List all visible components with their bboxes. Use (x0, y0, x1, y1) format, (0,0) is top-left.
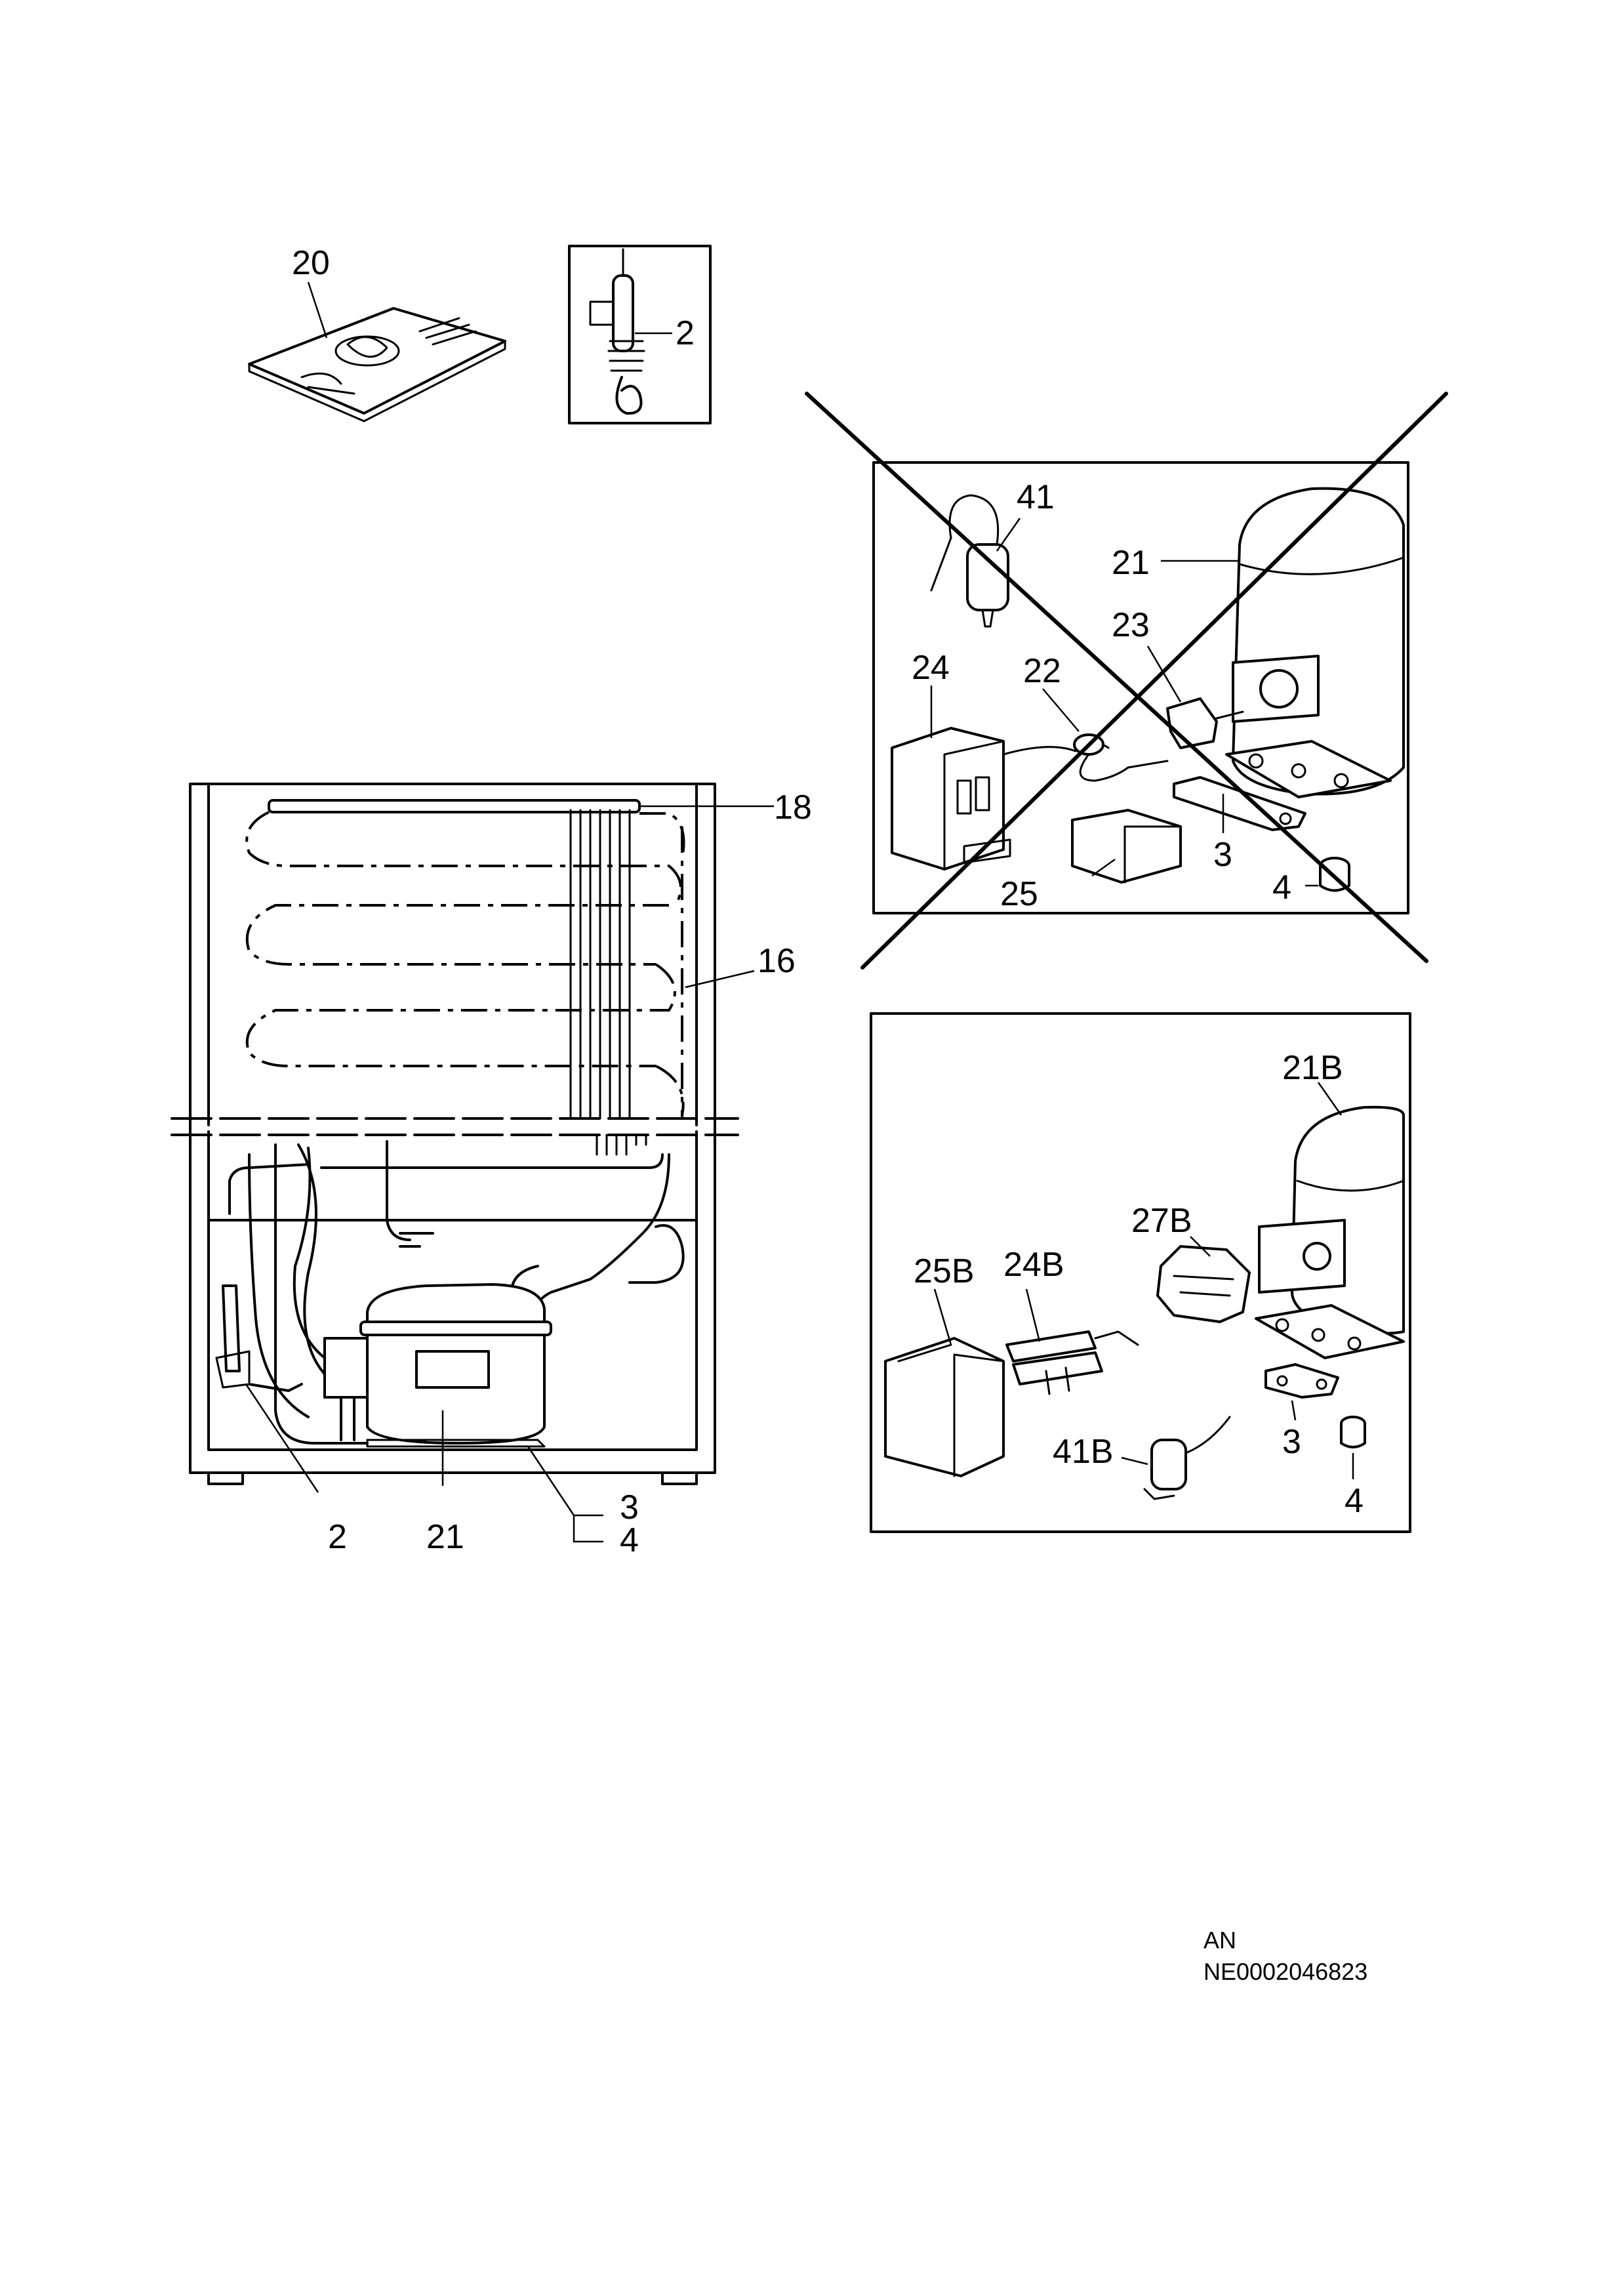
label-new-grommet: 4 (1345, 1482, 1364, 1520)
label-old-relay-box: 24 (912, 649, 950, 687)
label-old-bracket: 3 (1213, 836, 1232, 874)
new-bracket (1264, 1363, 1339, 1399)
new-starter (1005, 1330, 1139, 1395)
old-parts-panel (805, 392, 1448, 970)
old-capacitor (930, 494, 1009, 628)
label-old-capacitor: 41 (1017, 478, 1055, 516)
label-new-cover: 25B (914, 1252, 975, 1290)
label-manual: 20 (292, 244, 330, 282)
old-relay-box (891, 727, 1011, 871)
old-bracket (1173, 776, 1306, 831)
new-compressor (1255, 1105, 1405, 1359)
label-new-starter: 24B (1003, 1246, 1064, 1284)
cross-out-line-2 (860, 392, 1448, 970)
tube-bundle (569, 809, 647, 1156)
label-sensor-inset: 2 (676, 314, 695, 352)
footer-line-2: NE0002046823 (1203, 1958, 1367, 1985)
label-main-grommet: 4 (620, 1521, 639, 1559)
label-main-sensor: 2 (328, 1518, 347, 1556)
cross-out-line-1 (805, 392, 1428, 963)
label-old-cable: 22 (1023, 652, 1061, 690)
label-new-capacitor: 41B (1053, 1433, 1114, 1471)
condenser-coil (245, 811, 685, 1118)
new-capacitor (1143, 1416, 1231, 1500)
label-new-compressor: 21B (1282, 1049, 1343, 1087)
new-relay (1156, 1245, 1251, 1323)
old-cable (1002, 733, 1169, 782)
label-new-relay: 27B (1131, 1202, 1192, 1240)
main-compressor (323, 1283, 552, 1448)
label-new-bracket: 3 (1282, 1423, 1301, 1461)
sensor-inset (568, 245, 712, 424)
new-grommet (1340, 1416, 1366, 1448)
new-parts-panel (870, 1012, 1411, 1533)
label-old-compressor: 21 (1112, 544, 1150, 582)
old-compressor (1225, 487, 1405, 798)
label-old-grommet: 4 (1272, 869, 1291, 907)
label-main-compressor: 21 (426, 1518, 464, 1556)
footer-line-1: AN (1203, 1927, 1236, 1954)
label-old-cover: 25 (1000, 875, 1038, 913)
old-cover (1071, 809, 1182, 884)
old-overload (1166, 697, 1244, 749)
label-condenser-top: 18 (774, 789, 812, 827)
main-sensor (215, 1284, 303, 1392)
label-condenser: 16 (758, 942, 796, 980)
label-main-bracket: 3 (620, 1488, 639, 1527)
cabinet-back (171, 783, 774, 1543)
new-cover (884, 1337, 1005, 1477)
manual-booklet (248, 281, 506, 422)
label-old-overload: 23 (1112, 606, 1150, 644)
